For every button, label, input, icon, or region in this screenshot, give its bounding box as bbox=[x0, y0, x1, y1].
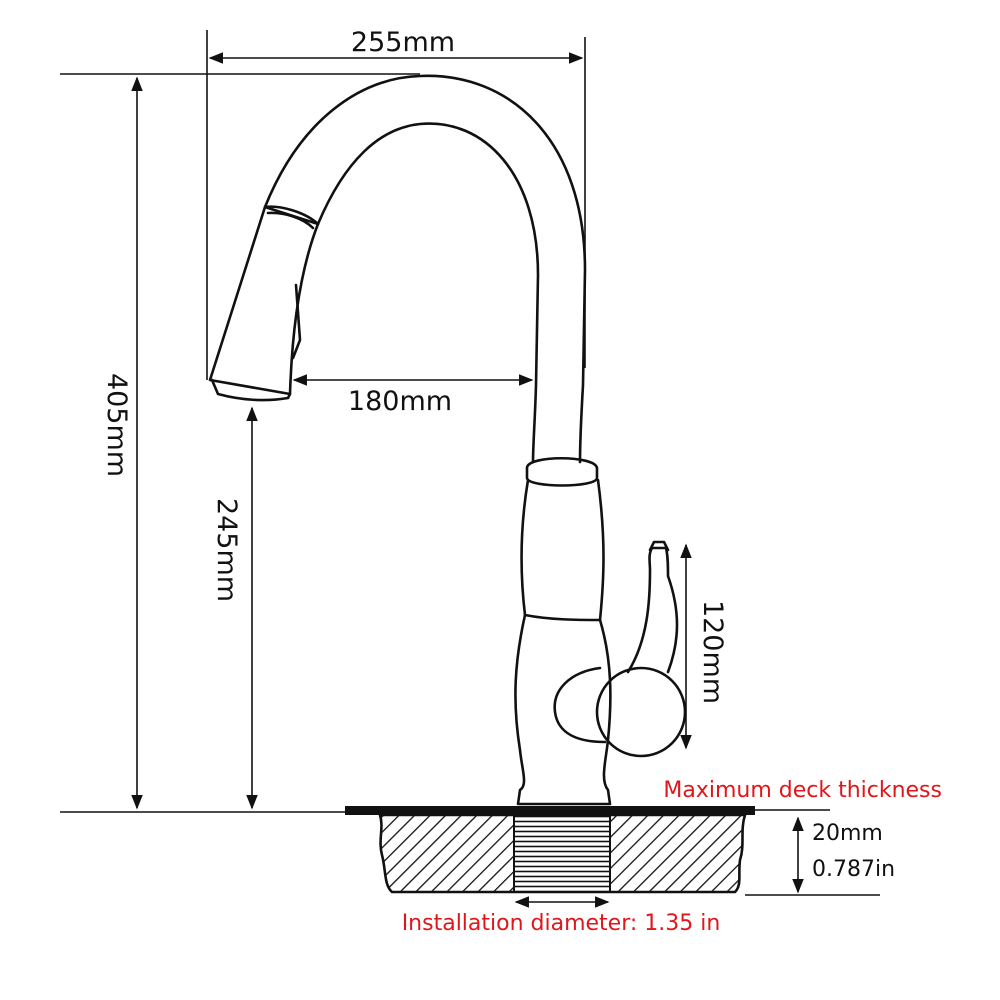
spout-outer bbox=[263, 74, 587, 464]
deck-plate bbox=[345, 806, 755, 815]
spray-head bbox=[208, 205, 320, 396]
deck-thickness-mm-label: 20mm bbox=[812, 821, 883, 846]
deck-thickness-in-label: 0.787in bbox=[812, 857, 895, 882]
deck-section bbox=[345, 806, 755, 894]
faucet-outline bbox=[208, 74, 687, 806]
spout-height-label: 245mm bbox=[211, 498, 242, 602]
faucet-body bbox=[514, 478, 612, 806]
installation-diameter-label: Installation diameter: 1.35 in bbox=[402, 911, 721, 936]
handle-lever bbox=[626, 546, 679, 674]
max-deck-thickness-label: Maximum deck thickness bbox=[663, 778, 942, 803]
faucet-band bbox=[523, 613, 602, 622]
spout-reach-label: 180mm bbox=[348, 386, 452, 417]
total-width-label: 255mm bbox=[351, 27, 455, 58]
dimension-lines bbox=[60, 30, 880, 908]
spray-nozzle bbox=[210, 378, 292, 402]
handle-height-label: 120mm bbox=[697, 600, 728, 704]
faucet-collar bbox=[525, 456, 599, 487]
handle-cap bbox=[648, 540, 670, 552]
spout-inner bbox=[316, 122, 540, 464]
spray-button bbox=[291, 283, 302, 360]
handle-hub bbox=[553, 666, 607, 744]
spray-head-ring bbox=[263, 205, 320, 226]
total-height-label: 405mm bbox=[101, 373, 132, 477]
